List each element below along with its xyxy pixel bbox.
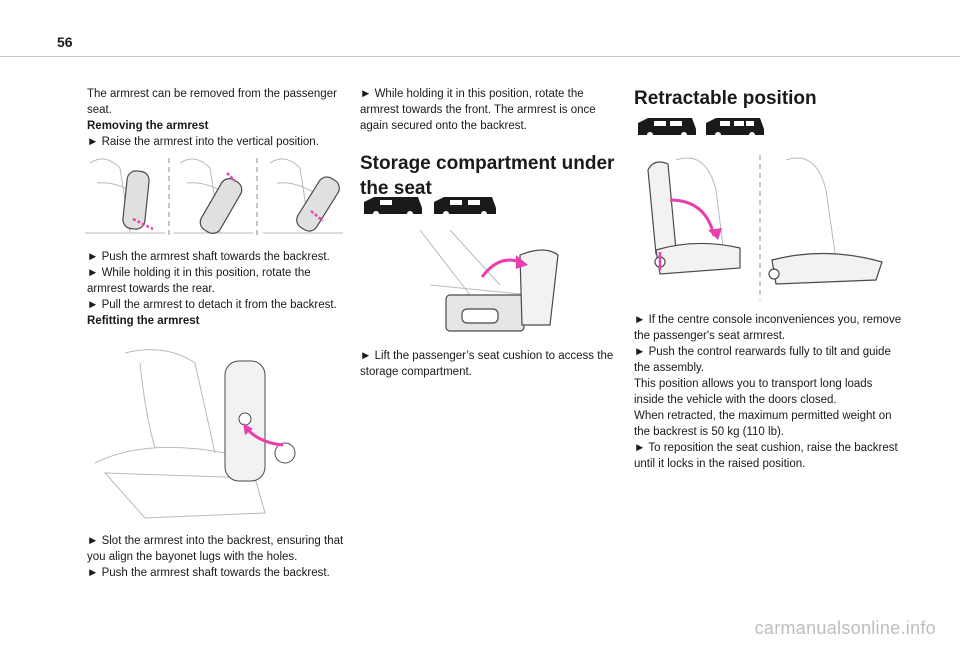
- step-rotate-rear: While holding it in this position, rotat…: [87, 265, 347, 297]
- retractable-title: Retractable position: [634, 88, 817, 109]
- figure-storage-compartment: [410, 225, 570, 335]
- figure-armrest-refit: [85, 343, 320, 523]
- vehicle-icons-retractable: [636, 115, 766, 141]
- figure-armrest-removal: [85, 153, 345, 243]
- step-reposition: To reposition the seat cushion, raise th…: [634, 440, 904, 472]
- left-column-middle: Push the armrest shaft towards the backr…: [87, 249, 347, 329]
- step-slot: Slot the armrest into the backrest, ensu…: [87, 533, 347, 565]
- right-column-bottom: If the centre console inconveniences you…: [634, 312, 904, 472]
- left-column-bottom: Slot the armrest into the backrest, ensu…: [87, 533, 347, 581]
- figure-retractable-seat: [636, 150, 886, 305]
- info-transport: This position allows you to transport lo…: [634, 378, 873, 406]
- step-console: If the centre console inconveniences you…: [634, 312, 904, 344]
- step-control: Push the control rearwards fully to tilt…: [634, 344, 904, 376]
- middle-column-top: While holding it in this position, rotat…: [360, 86, 615, 201]
- page-number: 56: [57, 34, 73, 50]
- heading-refitting-armrest: Refitting the armrest: [87, 315, 200, 327]
- step-push-again: Push the armrest shaft towards the backr…: [87, 565, 347, 581]
- info-weight: When retracted, the maximum permitted we…: [634, 410, 892, 438]
- step-lift-cushion: Lift the passenger’s seat cushion to acc…: [360, 348, 615, 380]
- step-push-shaft: Push the armrest shaft towards the backr…: [87, 249, 347, 265]
- middle-column-bottom: Lift the passenger’s seat cushion to acc…: [360, 348, 615, 380]
- header-rule: [0, 56, 960, 57]
- step-pull: Pull the armrest to detach it from the b…: [87, 297, 347, 313]
- storage-title: Storage compartment under the seat: [360, 153, 615, 199]
- vehicle-icons-storage: [362, 194, 498, 220]
- right-column-top: Retractable position: [634, 86, 904, 111]
- step-raise: Raise the armrest into the vertical posi…: [87, 134, 347, 150]
- intro-text: The armrest can be removed from the pass…: [87, 88, 337, 116]
- watermark: carmanualsonline.info: [754, 618, 936, 638]
- left-column-top: The armrest can be removed from the pass…: [87, 86, 347, 150]
- heading-removing-armrest: Removing the armrest: [87, 120, 209, 132]
- step-rotate-front: While holding it in this position, rotat…: [360, 86, 615, 134]
